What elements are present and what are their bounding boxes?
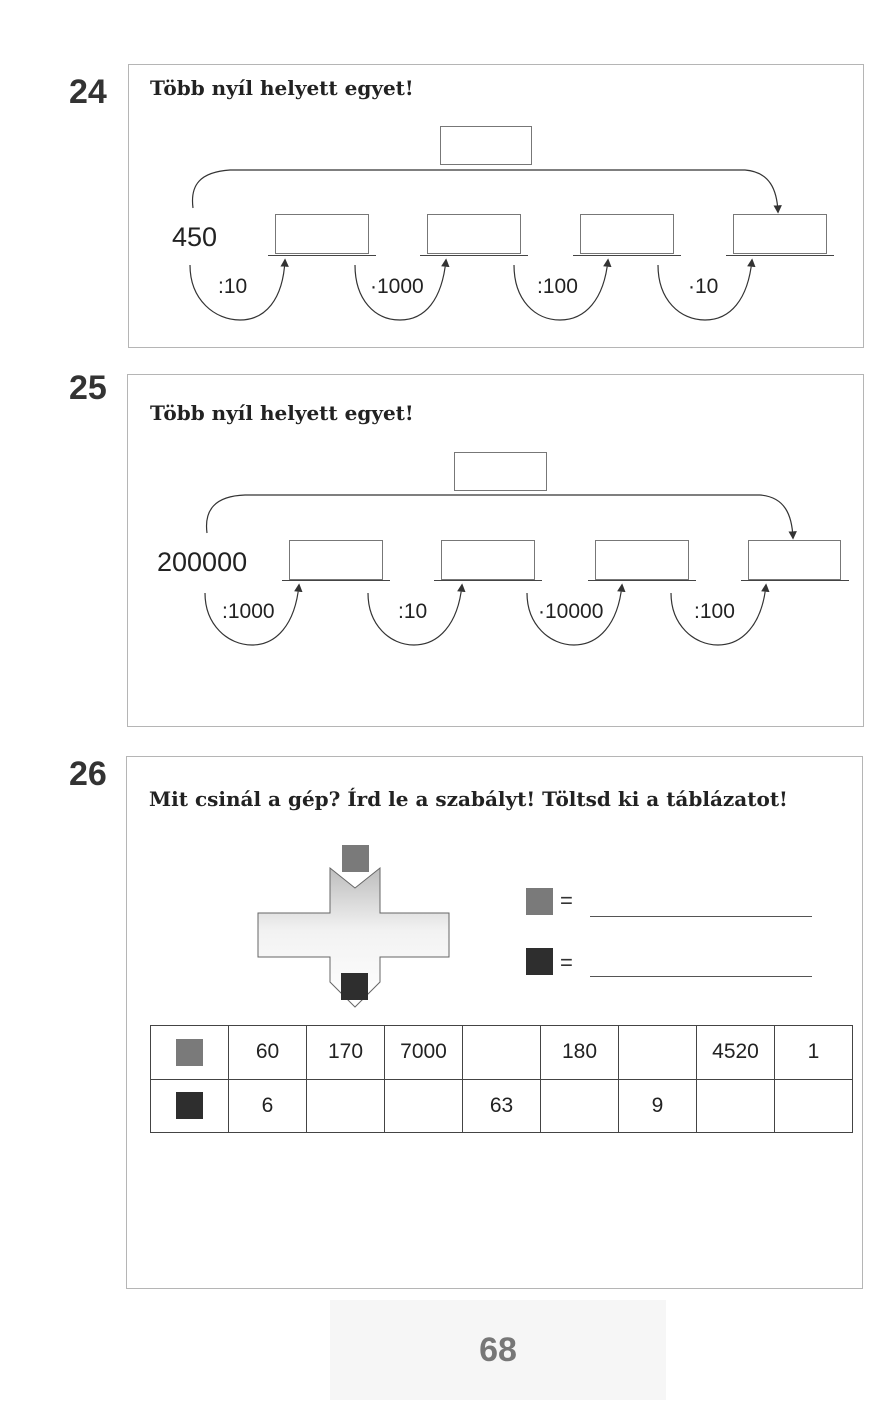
- table-cell[interactable]: [774, 1078, 853, 1133]
- ex24-answer-line-1: [268, 255, 376, 256]
- ex25-arrow-2: [367, 583, 466, 646]
- exercise-24-number: 24: [69, 73, 107, 111]
- table-cell[interactable]: [384, 1078, 463, 1133]
- legend-equals-1: =: [560, 888, 573, 913]
- legend-rule-line-1[interactable]: [590, 916, 812, 917]
- ex24-op-4: ·10: [688, 275, 719, 298]
- table-cell[interactable]: [306, 1078, 385, 1133]
- ex25-big-arrow: [205, 494, 797, 540]
- ex24-answer-field-3[interactable]: [580, 214, 674, 254]
- legend-rule-line-2[interactable]: [590, 976, 812, 977]
- machine-output-square: [341, 973, 368, 1000]
- ex24-answer-field-2[interactable]: [427, 214, 521, 254]
- ex24-result-field[interactable]: [440, 126, 532, 165]
- ex25-start-value: 200000: [157, 547, 248, 577]
- ex25-arrow-1: [204, 583, 303, 646]
- table-cell[interactable]: 1: [774, 1025, 853, 1080]
- ex25-result-field[interactable]: [454, 452, 547, 491]
- light-square-icon: [176, 1038, 203, 1066]
- ex24-op-1: :10: [218, 275, 248, 298]
- table-cell[interactable]: [618, 1025, 697, 1080]
- ex25-answer-line-3: [588, 580, 696, 581]
- table-cell[interactable]: 4520: [696, 1025, 775, 1080]
- ex25-answer-field-2[interactable]: [441, 540, 535, 580]
- ex25-answer-field-3[interactable]: [595, 540, 689, 580]
- ex25-answer-line-2: [434, 580, 542, 581]
- legend-dark-square: [526, 948, 553, 975]
- ex25-arrow-4: [670, 583, 770, 646]
- machine-table: 60 170 7000 180 4520 1 6 63 9: [150, 1025, 853, 1133]
- dark-square-icon: [176, 1092, 203, 1120]
- table-cell[interactable]: 7000: [384, 1025, 463, 1080]
- table-cell[interactable]: 63: [462, 1078, 541, 1133]
- ex25-op-3: ·10000: [538, 600, 604, 623]
- table-cell[interactable]: 170: [306, 1025, 385, 1080]
- table-row-output: 6 63 9: [150, 1078, 853, 1133]
- ex24-answer-field-1[interactable]: [275, 214, 369, 254]
- exercise-26-title: Mit csinál a gép? Írd le a szabályt! Töl…: [149, 787, 788, 811]
- legend-equals-2: =: [560, 950, 573, 975]
- machine-diagram: [257, 845, 450, 1008]
- row-header-light: [150, 1025, 229, 1080]
- ex24-answer-line-3: [573, 255, 681, 256]
- ex24-big-arrow: [191, 169, 782, 214]
- table-cell[interactable]: 6: [228, 1078, 307, 1133]
- ex24-answer-line-4: [726, 255, 834, 256]
- table-cell[interactable]: 180: [540, 1025, 619, 1080]
- ex24-start-value: 450: [172, 222, 218, 252]
- table-cell[interactable]: 9: [618, 1078, 697, 1133]
- exercise-25-title: Több nyíl helyett egyet!: [150, 401, 414, 425]
- ex25-answer-line-1: [282, 580, 390, 581]
- page-number: 68: [330, 1300, 666, 1400]
- table-cell[interactable]: [540, 1078, 619, 1133]
- table-row-input: 60 170 7000 180 4520 1: [150, 1025, 853, 1080]
- table-cell[interactable]: 60: [228, 1025, 307, 1080]
- ex24-op-3: :100: [537, 275, 578, 298]
- ex25-answer-field-4[interactable]: [748, 540, 841, 580]
- exercise-26-box: [126, 756, 863, 1289]
- ex25-answer-field-1[interactable]: [289, 540, 383, 580]
- ex24-arrow-2: [354, 258, 450, 321]
- ex25-answer-line-4: [741, 580, 849, 581]
- table-cell[interactable]: [462, 1025, 541, 1080]
- ex24-op-2: ·1000: [370, 275, 424, 298]
- ex25-arrow-3: [526, 583, 626, 646]
- ex25-op-2: :10: [398, 600, 428, 623]
- ex24-arrow-4: [657, 258, 756, 321]
- ex25-op-1: :1000: [222, 600, 275, 623]
- ex24-arrow-3: [513, 258, 612, 321]
- row-header-dark: [150, 1078, 229, 1133]
- exercise-24-box: [128, 64, 864, 348]
- ex24-answer-field-4[interactable]: [733, 214, 827, 254]
- exercise-26-number: 26: [69, 755, 107, 793]
- exercise-24-title: Több nyíl helyett egyet!: [150, 76, 414, 100]
- legend-light-square: [526, 888, 553, 915]
- ex25-op-4: :100: [694, 600, 735, 623]
- machine-input-square: [342, 845, 369, 872]
- ex24-answer-line-2: [420, 255, 528, 256]
- exercise-25-number: 25: [69, 369, 107, 407]
- ex24-arrow-1: [189, 258, 289, 321]
- table-cell[interactable]: [696, 1078, 775, 1133]
